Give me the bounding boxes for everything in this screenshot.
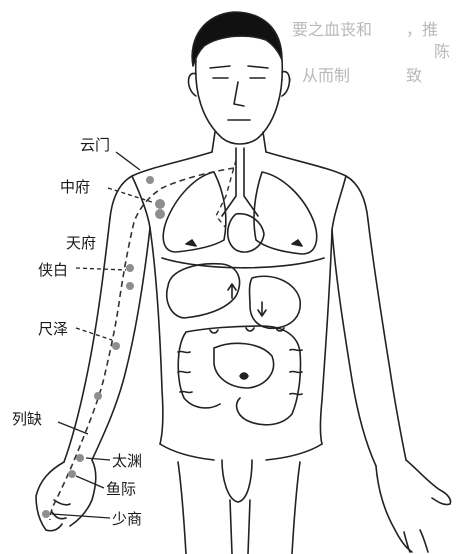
torso-left (150, 228, 163, 444)
liver (167, 264, 240, 318)
right-ear (282, 72, 290, 96)
leg-inner-left (230, 500, 232, 554)
shoulder-right (266, 152, 368, 220)
left-nipple (186, 240, 196, 246)
left-hand (36, 460, 96, 531)
nose (234, 82, 244, 106)
chest-line-left (132, 176, 150, 228)
point-dot-zhongfu-1 (155, 199, 165, 209)
point-dot-xiabai (126, 282, 134, 290)
navel (240, 373, 248, 379)
leg-right (292, 462, 300, 554)
leader-xiabai (76, 268, 126, 270)
leg-left (178, 462, 186, 554)
right-nipple (292, 240, 302, 246)
left-arm-outer (64, 218, 110, 462)
right-lung (254, 172, 317, 254)
point-dot-chize (112, 342, 120, 350)
right-arm-inner (332, 230, 376, 466)
genital (222, 460, 252, 502)
left-ear (189, 73, 197, 96)
neck-right (263, 132, 266, 152)
point-dot-lieque (94, 392, 102, 400)
label-shaoshang: 少商 (112, 508, 142, 529)
hip-right (266, 444, 322, 460)
left-brow (210, 66, 230, 68)
stomach (250, 276, 301, 328)
chest-line-right (332, 176, 346, 230)
leg-inner-right (248, 500, 250, 554)
point-dot-yuji (68, 470, 76, 478)
label-lieque: 列缺 (12, 408, 42, 429)
left-arm-inner (92, 228, 150, 460)
leader-taiyuan (86, 458, 110, 460)
heart (228, 214, 264, 252)
label-xiabai: 侠白 (38, 259, 68, 280)
hip-left (160, 444, 214, 460)
neck-left (212, 132, 215, 152)
label-zhongfu: 中府 (60, 176, 90, 197)
face (196, 60, 283, 144)
rib-line (162, 258, 324, 268)
right-arm-outer (368, 220, 406, 460)
point-dot-yunmen (146, 176, 154, 184)
point-dot-taiyuan (76, 454, 84, 462)
leader-yuji (76, 476, 104, 488)
hair (192, 12, 282, 66)
leader-yunmen (116, 152, 140, 170)
label-tianfu: 天府 (66, 232, 96, 253)
label-yunmen: 云门 (80, 134, 110, 155)
label-chize: 尺泽 (38, 318, 68, 339)
label-taiyuan: 太渊 (112, 450, 142, 471)
small-intestine (214, 343, 274, 388)
right-hand (376, 460, 451, 552)
label-yuji: 鱼际 (106, 478, 136, 499)
right-brow (248, 66, 268, 68)
trachea (222, 148, 258, 216)
torso-right (321, 230, 333, 444)
point-dot-zhongfu-2 (155, 209, 165, 219)
point-dot-tianfu (126, 264, 134, 272)
point-dot-shaoshang (42, 510, 50, 518)
